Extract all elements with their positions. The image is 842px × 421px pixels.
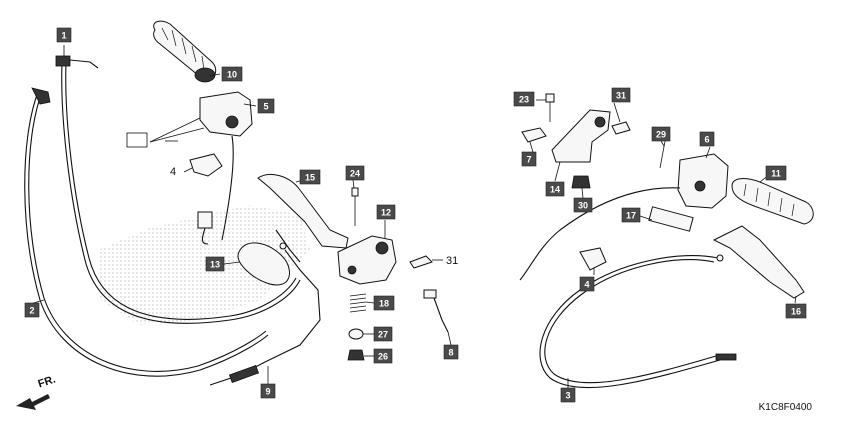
callout-14: 14 bbox=[545, 181, 565, 197]
callout-24: 24 bbox=[345, 165, 365, 181]
svg-text:9: 9 bbox=[265, 387, 270, 397]
clutch-cable-9 bbox=[209, 242, 321, 386]
throttle-grip-10 bbox=[153, 20, 217, 83]
spring-18 bbox=[349, 293, 367, 313]
lever-bracket-12 bbox=[337, 235, 397, 285]
callout-6: 6 bbox=[699, 131, 715, 147]
svg-text:11: 11 bbox=[771, 169, 781, 179]
svg-text:27: 27 bbox=[378, 330, 388, 340]
callout-4a: 4 bbox=[170, 166, 176, 178]
bolt-24 bbox=[351, 187, 359, 226]
svg-text:3: 3 bbox=[565, 391, 570, 401]
grip-insulator-13 bbox=[237, 229, 301, 286]
callout-29: 29 bbox=[651, 126, 671, 142]
callout-17: 17 bbox=[621, 207, 641, 223]
throttle-cable-2 bbox=[24, 87, 269, 377]
nut-26 bbox=[347, 349, 365, 361]
switch-housing-5 bbox=[197, 91, 253, 245]
callout-10: 10 bbox=[221, 66, 243, 82]
clamp-4b bbox=[579, 247, 607, 271]
clamp-4a bbox=[189, 153, 223, 177]
svg-text:29: 29 bbox=[656, 130, 666, 140]
callout-3: 3 bbox=[560, 387, 576, 403]
screw-29 bbox=[659, 135, 667, 169]
label-plate bbox=[126, 132, 148, 148]
callout-5: 5 bbox=[257, 98, 275, 114]
svg-text:17: 17 bbox=[626, 211, 636, 221]
callout-1: 1 bbox=[56, 27, 72, 43]
svg-text:10: 10 bbox=[227, 70, 237, 80]
svg-text:30: 30 bbox=[578, 201, 588, 211]
callout-23: 23 bbox=[513, 91, 535, 107]
switch-wire-8 bbox=[423, 289, 449, 333]
cable-3 bbox=[539, 254, 737, 389]
svg-text:8: 8 bbox=[448, 348, 453, 358]
callout-7: 7 bbox=[521, 151, 537, 167]
throttle-cable-1 bbox=[55, 55, 301, 324]
leader-lines bbox=[29, 45, 797, 388]
grip-11 bbox=[731, 178, 814, 225]
callout-13: 13 bbox=[205, 256, 225, 272]
svg-text:6: 6 bbox=[704, 135, 709, 145]
callout-12: 12 bbox=[376, 204, 396, 220]
svg-text:23: 23 bbox=[519, 95, 529, 105]
right-switch-wire bbox=[519, 187, 681, 281]
front-direction-arrow bbox=[16, 394, 50, 410]
switch-7 bbox=[521, 127, 547, 143]
callout-30: 30 bbox=[573, 197, 593, 213]
callout-2: 2 bbox=[24, 302, 40, 318]
callout-31a: 31 bbox=[446, 255, 458, 267]
svg-text:31: 31 bbox=[616, 91, 626, 101]
callout-4b: 4 bbox=[579, 276, 595, 292]
svg-text:1: 1 bbox=[61, 31, 66, 41]
svg-text:26: 26 bbox=[378, 352, 388, 362]
callout-26: 26 bbox=[373, 348, 393, 364]
svg-text:16: 16 bbox=[791, 307, 801, 317]
connector-17 bbox=[648, 206, 694, 232]
svg-text:7: 7 bbox=[526, 155, 531, 165]
master-cylinder-14 bbox=[551, 109, 611, 163]
svg-text:18: 18 bbox=[379, 299, 389, 309]
svg-text:4: 4 bbox=[170, 166, 176, 178]
brake-lever-16 bbox=[712, 225, 805, 299]
callout-11: 11 bbox=[765, 165, 787, 181]
svg-text:5: 5 bbox=[263, 102, 268, 112]
handlebar-shadow bbox=[98, 205, 310, 325]
svg-text:12: 12 bbox=[381, 208, 391, 218]
reference-code: K1C8F0400 bbox=[758, 402, 812, 413]
callout-8: 8 bbox=[443, 344, 459, 360]
callout-27: 27 bbox=[373, 326, 393, 342]
callout-18: 18 bbox=[373, 295, 395, 311]
svg-text:24: 24 bbox=[350, 169, 360, 179]
svg-text:13: 13 bbox=[210, 260, 220, 270]
svg-text:15: 15 bbox=[305, 173, 315, 183]
callout-16: 16 bbox=[785, 303, 807, 319]
bolt-23 bbox=[545, 93, 555, 122]
svg-text:14: 14 bbox=[550, 185, 560, 195]
callout-15: 15 bbox=[299, 169, 321, 185]
svg-text:2: 2 bbox=[29, 306, 34, 316]
lever-15 bbox=[257, 174, 349, 249]
callout-9: 9 bbox=[260, 383, 276, 399]
bolt-31-right bbox=[611, 121, 631, 135]
switch-housing-6 bbox=[677, 153, 729, 209]
nut-30 bbox=[571, 175, 591, 189]
callout-31b: 31 bbox=[611, 87, 631, 103]
collar-27 bbox=[348, 328, 364, 340]
svg-text:4: 4 bbox=[584, 280, 589, 290]
bolt-31-left bbox=[409, 255, 433, 269]
svg-text:31: 31 bbox=[446, 255, 458, 267]
